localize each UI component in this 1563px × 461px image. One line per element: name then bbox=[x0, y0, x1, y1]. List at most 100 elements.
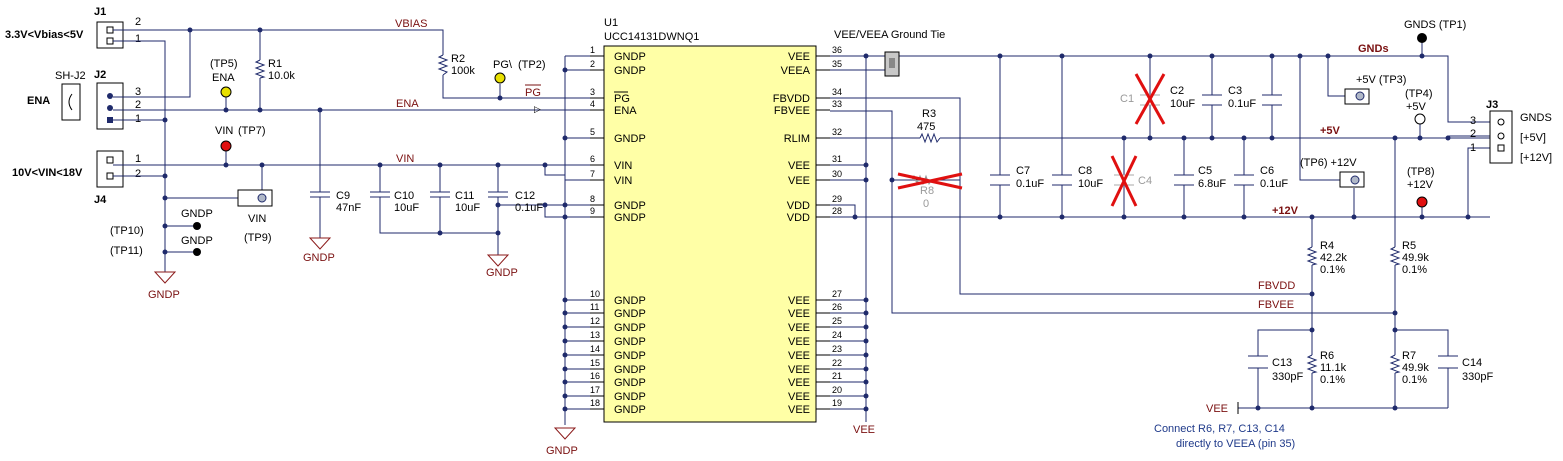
net-vin: VIN bbox=[396, 153, 414, 165]
j1-pin1: 1 bbox=[135, 33, 141, 45]
ena-arrow-icon: ▷ bbox=[534, 104, 541, 114]
resistor-r2: R2 100k bbox=[437, 53, 475, 77]
ic-pin-name: VEE bbox=[788, 175, 810, 187]
ic-pin-number: 5 bbox=[590, 127, 595, 137]
ic-pin-name: GNDP bbox=[614, 133, 646, 145]
svg-text:0.1uF: 0.1uF bbox=[1016, 178, 1044, 190]
svg-text:GNDS: GNDS bbox=[1520, 112, 1552, 124]
testpoint-tp7: VIN (TP7) bbox=[215, 125, 266, 152]
svg-text:R6: R6 bbox=[1320, 350, 1334, 362]
ic-pin-number: 1 bbox=[590, 45, 595, 55]
ic-pin-number: 21 bbox=[832, 371, 842, 381]
right-wiring bbox=[830, 55, 1490, 422]
svg-text:10uF: 10uF bbox=[1170, 98, 1195, 110]
capacitor-c4-dnp: C4 bbox=[1110, 155, 1152, 207]
ic-left-pins: 1GNDP2GNDP3PG4ENA5GNDP6VIN7VIN8GNDP9GNDP… bbox=[590, 45, 646, 416]
ic-pin-number: 27 bbox=[832, 289, 842, 299]
resistor-r4: R4 42.2k 0.1% bbox=[1306, 240, 1347, 276]
ic-pin-number: 34 bbox=[832, 87, 842, 97]
ic-pin-name: VEE bbox=[788, 295, 810, 307]
svg-text:ENA: ENA bbox=[212, 72, 235, 84]
testpoint-tp11: GNDP (TP11) bbox=[110, 235, 213, 257]
j4-label: 10V<VIN<18V bbox=[12, 167, 83, 179]
svg-text:C13: C13 bbox=[1272, 357, 1292, 369]
junction-dots bbox=[162, 27, 568, 412]
capacitor-c8: C8 10uF bbox=[1052, 165, 1103, 190]
ic-pin-number: 14 bbox=[590, 344, 600, 354]
resistor-r3: R3 475 bbox=[917, 108, 941, 144]
ic-pin-number: 23 bbox=[832, 344, 842, 354]
svg-text:11.1k: 11.1k bbox=[1320, 362, 1347, 374]
testpoint-tp2: PG\ (TP2) bbox=[493, 59, 546, 84]
svg-text:49.9k: 49.9k bbox=[1402, 252, 1429, 264]
svg-text:330pF: 330pF bbox=[1272, 371, 1303, 383]
svg-text:42.2k: 42.2k bbox=[1320, 252, 1347, 264]
ic-pin-number: 24 bbox=[832, 330, 842, 340]
svg-text:C9: C9 bbox=[336, 190, 350, 202]
ic-pin-name: VEE bbox=[788, 160, 810, 172]
ic-pin-name: ENA bbox=[614, 105, 637, 117]
svg-text:(TP4): (TP4) bbox=[1405, 88, 1433, 100]
svg-text:GNDS (TP1): GNDS (TP1) bbox=[1404, 19, 1466, 31]
svg-text:0.1%: 0.1% bbox=[1402, 264, 1427, 276]
resistor-r1: R1 10.0k bbox=[254, 58, 295, 82]
net-plus5v: +5V bbox=[1320, 125, 1341, 137]
testpoint-tp6: (TP6) +12V bbox=[1300, 157, 1365, 188]
ic-pin-number: 10 bbox=[590, 289, 600, 299]
svg-text:R4: R4 bbox=[1320, 240, 1334, 252]
testpoint-tp9: VIN (TP9) bbox=[237, 189, 273, 244]
j2-shunt: SH-J2 bbox=[55, 70, 86, 82]
svg-text:(TP10): (TP10) bbox=[110, 225, 144, 237]
ic-pin-number: 7 bbox=[590, 169, 595, 179]
svg-text:(TP7): (TP7) bbox=[238, 125, 266, 137]
ic-pin-name: VEE bbox=[788, 377, 810, 389]
svg-text:GNDP: GNDP bbox=[181, 208, 213, 220]
svg-text:R1: R1 bbox=[268, 58, 282, 70]
svg-text:475: 475 bbox=[917, 121, 935, 133]
ic-pin-number: 18 bbox=[590, 398, 600, 408]
capacitor-c5: C5 6.8uF bbox=[1174, 165, 1226, 190]
svg-text:C1: C1 bbox=[1120, 93, 1134, 105]
ic-pin-name: VEE bbox=[788, 308, 810, 320]
ic-pin-name: GNDP bbox=[614, 308, 646, 320]
svg-text:[+12V]: [+12V] bbox=[1520, 152, 1552, 164]
ic-pin-name: VEE bbox=[788, 350, 810, 362]
svg-text:+5V: +5V bbox=[1406, 101, 1427, 113]
svg-text:GNDP: GNDP bbox=[148, 289, 180, 301]
net-fbvdd: FBVDD bbox=[1258, 280, 1295, 292]
svg-text:3: 3 bbox=[1470, 115, 1476, 127]
svg-text:10.0k: 10.0k bbox=[268, 70, 295, 82]
svg-text:C7: C7 bbox=[1016, 165, 1030, 177]
svg-text:2: 2 bbox=[1470, 128, 1476, 140]
svg-text:+12V: +12V bbox=[1407, 179, 1434, 191]
j4-pin2: 2 bbox=[135, 168, 141, 180]
svg-text:0.1uF: 0.1uF bbox=[515, 202, 543, 214]
ic-pin-name: VEE bbox=[788, 51, 810, 63]
ic-ref: U1 bbox=[604, 17, 618, 29]
ic-pin-number: 30 bbox=[832, 169, 842, 179]
ic-pin-number: 25 bbox=[832, 316, 842, 326]
j1-label: 3.3V<Vbias<5V bbox=[5, 29, 84, 41]
resistor-r8-dnp: R8 0 bbox=[897, 172, 963, 210]
svg-text:R8: R8 bbox=[920, 185, 934, 197]
testpoint-tp4: (TP4) +5V bbox=[1405, 88, 1433, 125]
ic-pin-name: FBVDD bbox=[773, 93, 810, 105]
capacitor-c1-dnp: C1 bbox=[1120, 73, 1166, 125]
svg-text:10uF: 10uF bbox=[455, 202, 480, 214]
svg-text:(TP9): (TP9) bbox=[244, 232, 272, 244]
ic-pin-name: GNDP bbox=[614, 51, 646, 63]
ic-pin-number: 12 bbox=[590, 316, 600, 326]
svg-text:0.1uF: 0.1uF bbox=[1228, 98, 1256, 110]
svg-text:10uF: 10uF bbox=[394, 202, 419, 214]
svg-text:C11: C11 bbox=[455, 190, 474, 202]
shunt-jumper-icon bbox=[68, 93, 73, 111]
ic-pin-name: GNDP bbox=[614, 350, 646, 362]
svg-text:0.1%: 0.1% bbox=[1320, 264, 1345, 276]
ic-pin-number: 33 bbox=[832, 99, 842, 109]
j2-ref: J2 bbox=[94, 69, 106, 81]
net-gnds: GNDs bbox=[1358, 43, 1389, 55]
resistor-r7: R7 49.9k 0.1% bbox=[1389, 350, 1429, 386]
connector-j4: J4 10V<VIN<18V 1 2 bbox=[12, 150, 141, 206]
ic-pin-number: 16 bbox=[590, 371, 600, 381]
